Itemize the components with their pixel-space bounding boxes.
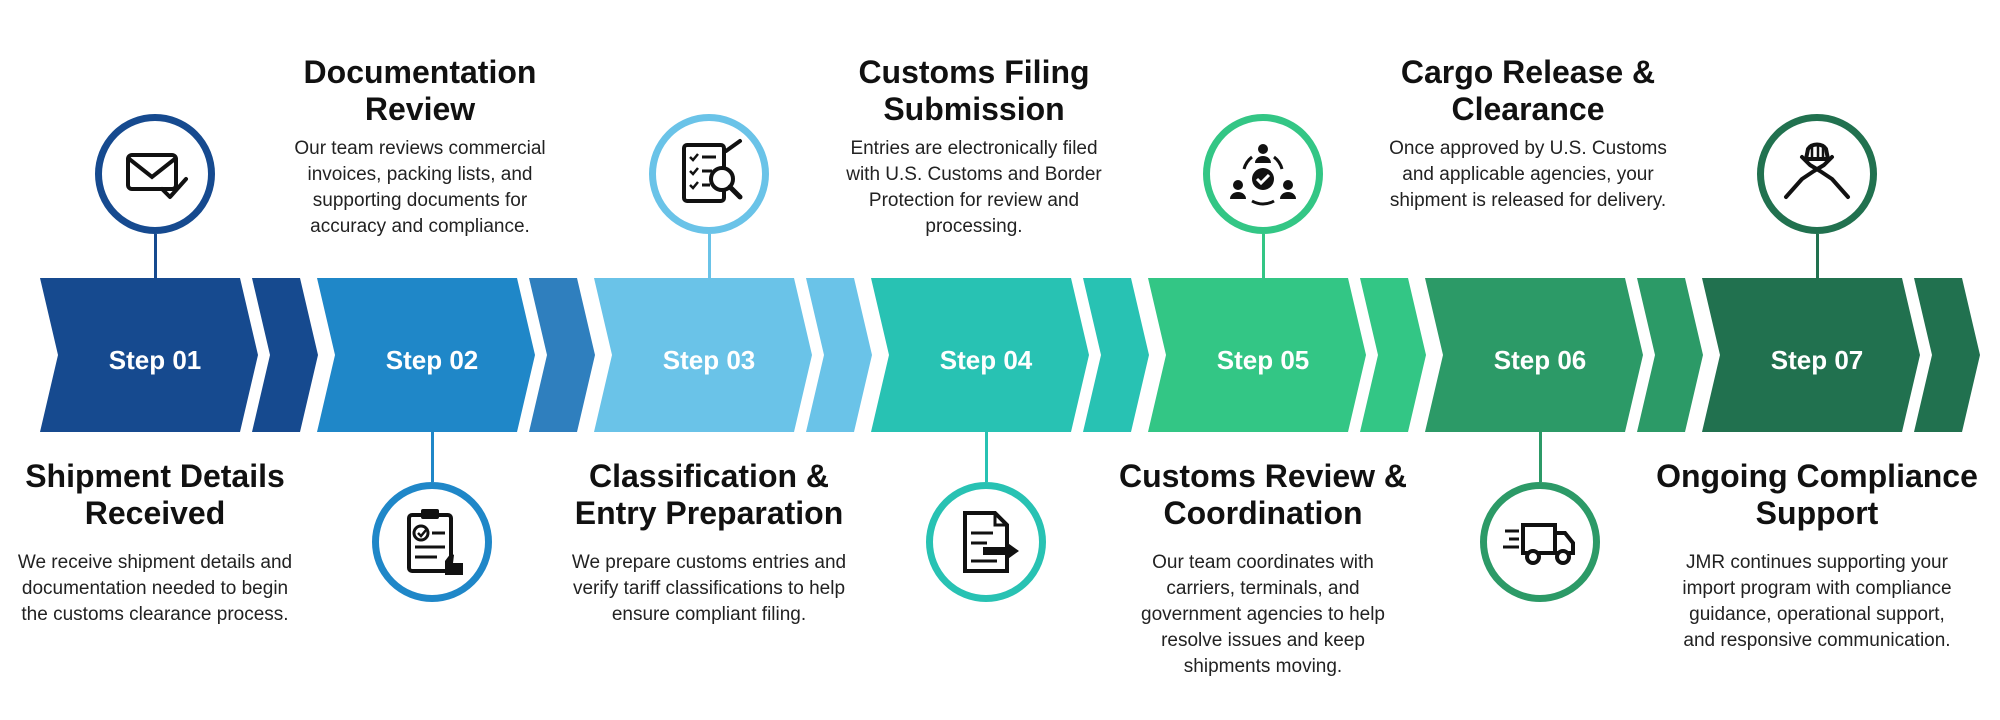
step-2-chevron: [317, 278, 535, 432]
step-7-connector: [1816, 234, 1819, 278]
step-6-connector: [1539, 432, 1542, 482]
step-1-icon-circle: [95, 114, 215, 234]
step-2-small-chevron: [529, 278, 595, 432]
step-2-label: Step 02: [385, 345, 479, 375]
step-3-small-chevron: [806, 278, 872, 432]
step-5-label: Step 05: [1216, 345, 1310, 375]
step-5-connector: [1262, 234, 1265, 278]
step-6-small-chevron: [1637, 278, 1703, 432]
step-7-title: Ongoing Compliance Support: [1656, 458, 1978, 531]
step-3-label: Step 03: [662, 345, 756, 375]
step-1-title: Shipment Details Received: [25, 458, 285, 531]
step-3-connector: [708, 234, 711, 278]
clipboard-thumbs-up-icon: [407, 509, 463, 575]
team-coordination-icon: [1230, 144, 1296, 206]
step-1-connector: [154, 234, 157, 278]
step-1-description: We receive shipment details and document…: [17, 552, 293, 625]
step-6-icon-circle: [1480, 482, 1600, 602]
step-4-title: Customs Filing Submission: [858, 54, 1090, 127]
step-4-label: Step 04: [939, 345, 1033, 375]
step-6-description: Once approved by U.S. Customs and applic…: [1389, 138, 1667, 211]
step-1-small-chevron: [252, 278, 318, 432]
document-arrow-icon: [963, 511, 1019, 573]
step-5-icon-circle: [1203, 114, 1323, 234]
step-4-description: Entries are electronically filed with U.…: [846, 138, 1102, 237]
step-2-description: Our team reviews commercial invoices, pa…: [294, 138, 546, 237]
step-2-title: Documentation Review: [303, 54, 537, 127]
step-6-title: Cargo Release & Clearance: [1400, 54, 1656, 127]
step-4-chevron: [871, 278, 1089, 432]
step-2-connector: [431, 432, 434, 482]
step-2-icon-circle: [372, 482, 492, 602]
step-4-small-chevron: [1083, 278, 1149, 432]
step-4-connector: [985, 432, 988, 482]
step-7-icon-circle: [1757, 114, 1877, 234]
step-3-description: We prepare customs entries and verify ta…: [571, 552, 847, 625]
step-3-title: Classification & Entry Preparation: [574, 458, 844, 531]
step-6-chevron: [1425, 278, 1643, 432]
step-7-chevron: [1702, 278, 1920, 432]
handshake-icon: [1784, 142, 1850, 199]
step-5-chevron: [1148, 278, 1366, 432]
envelope-check-icon: [126, 153, 188, 199]
step-3-chevron: [594, 278, 812, 432]
step-7-label: Step 07: [1770, 345, 1864, 375]
delivery-truck-icon: [1503, 523, 1575, 565]
step-4-icon-circle: [926, 482, 1046, 602]
step-5-description: Our team coordinates with carriers, term…: [1141, 552, 1385, 677]
step-5-title: Customs Review & Coordination: [1118, 458, 1408, 531]
step-1-chevron: [40, 278, 258, 432]
step-7-description: JMR continues supporting your import pro…: [1682, 552, 1952, 651]
step-3-icon-circle: [649, 114, 769, 234]
step-1-label: Step 01: [108, 345, 202, 375]
step-7-small-chevron: [1914, 278, 1980, 432]
step-5-small-chevron: [1360, 278, 1426, 432]
step-6-label: Step 06: [1493, 345, 1587, 375]
checklist-magnifier-icon: [682, 139, 743, 203]
